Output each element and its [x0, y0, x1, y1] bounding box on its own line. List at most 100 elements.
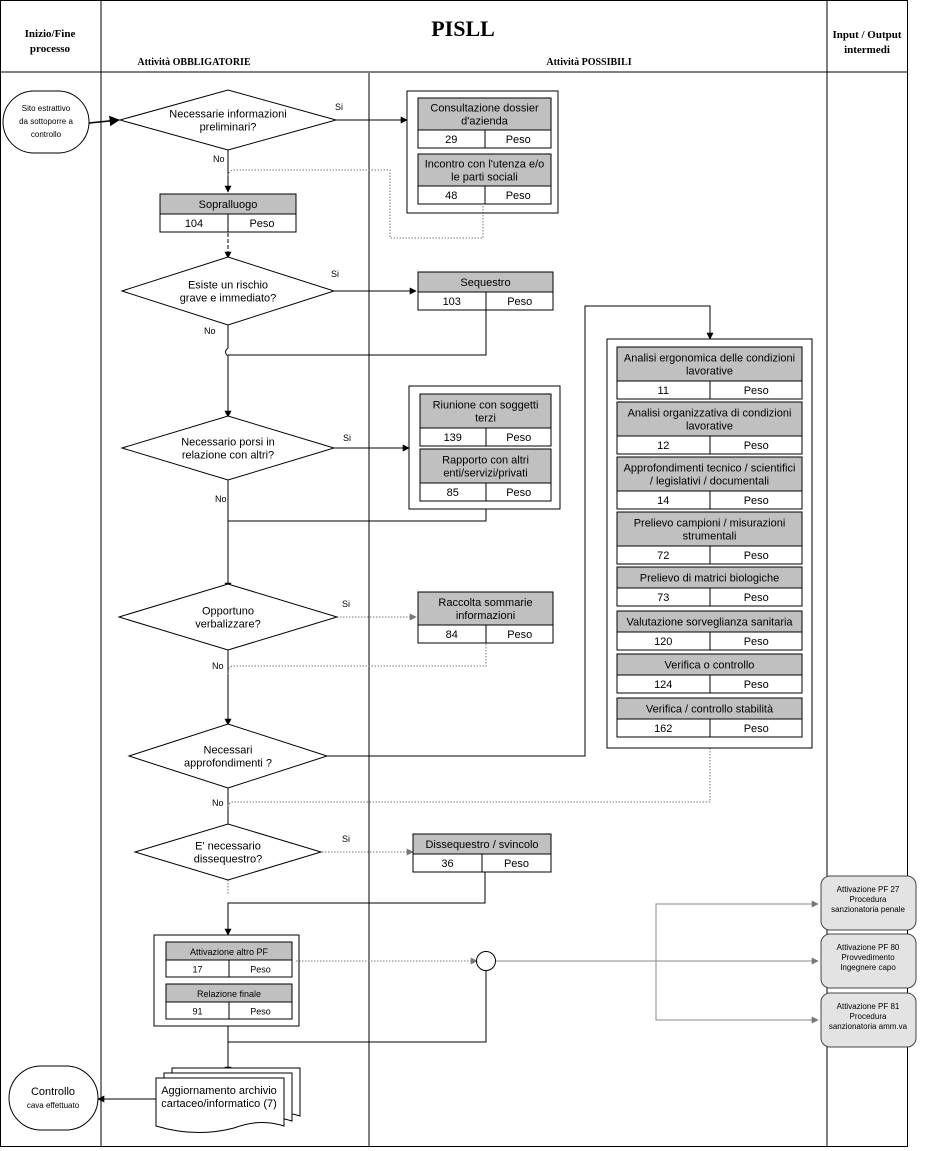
connectors — [88, 115, 714, 1103]
output-node-line: Provvedimento — [841, 953, 895, 962]
activity-label-line: Verifica / controllo stabilità — [646, 704, 774, 716]
decision-label-line: relazione con altri? — [182, 450, 274, 462]
activity-label-line: Sopralluogo — [199, 199, 258, 211]
col-start-end-header-1: Inizio/Fine — [25, 28, 76, 40]
activity-header-cell — [419, 393, 552, 429]
activity-code: 11 — [658, 385, 669, 397]
activity-code: 91 — [192, 1007, 202, 1017]
output-node-line: Attivazione PF 80 — [837, 943, 900, 952]
decision-no-label: No — [213, 154, 225, 164]
output-node-box — [820, 875, 917, 931]
decision-no-label: No — [212, 798, 224, 808]
activity-label-line: lavorative — [686, 421, 733, 433]
activity-label-line: Approfondimenti tecnico / scientifici — [624, 463, 796, 475]
activity-weight: Peso — [250, 965, 271, 975]
terminal-start-line-1: Sito estrattivo — [22, 104, 71, 113]
activity-label-line: d'azienda — [461, 116, 509, 128]
activity-label-line: Verifica o controllo — [665, 660, 755, 672]
activity-weight: Peso — [504, 858, 529, 870]
activity-verifica-stabilita: Verifica / controllo stabilità 162 Peso — [616, 697, 803, 738]
activity-header-cell — [616, 456, 803, 492]
connector-start-to-d1 — [88, 115, 121, 127]
terminal-start-line-2: da sottoporre a — [19, 117, 73, 126]
activity-label-line: strumentali — [683, 531, 737, 543]
decision-no-label: No — [215, 494, 227, 504]
decision-label-line: Opportuno — [202, 606, 254, 618]
output-node-box — [820, 933, 917, 989]
activity-header-cell — [417, 153, 552, 187]
activity-weight: Peso — [506, 432, 531, 444]
group-containers — [153, 90, 813, 1027]
activity-header-cell — [417, 97, 552, 131]
decision-label-line: Necessarie informazioni — [169, 109, 286, 121]
activity-code: 72 — [657, 550, 669, 562]
activity-weight: Peso — [744, 723, 769, 735]
output-node-line: sanzionatoria amm.va — [829, 1022, 908, 1031]
terminal-start: Sito estrattivo da sottoporre a controll… — [2, 90, 90, 154]
decision-diamond — [133, 823, 323, 881]
activity-analisi-ergo: Analisi ergonomica delle condizionilavor… — [616, 346, 803, 400]
decision-label-line: Esiste un rischio — [188, 280, 268, 292]
output-node-2: Attivazione PF 80ProvvedimentoIngegnere … — [820, 933, 917, 989]
activity-weight: Peso — [744, 495, 769, 507]
activity-label-line: Rapporto con altri — [442, 455, 529, 467]
activity-label-line: Prelievo campioni / misurazioni — [634, 518, 786, 530]
activity-weight: Peso — [744, 636, 769, 648]
activity-code: 12 — [657, 440, 669, 452]
activity-weight: Peso — [506, 190, 531, 202]
group-approfondimenti — [606, 338, 813, 749]
decision-label-line: approfondimenti ? — [184, 758, 272, 770]
activity-label-line: Incontro con l'utenza e/o — [425, 159, 545, 171]
activity-weight: Peso — [744, 679, 769, 691]
col-io-header-1: Input / Output — [832, 29, 901, 41]
activity-label-line: Dissequestro / svincolo — [425, 839, 538, 851]
activity-weight: Peso — [744, 592, 769, 604]
output-connectors — [496, 900, 819, 1024]
activity-weight: Peso — [744, 550, 769, 562]
output-nodes: Attivazione PF 27Procedurasanzionatoria … — [820, 875, 917, 1048]
output-node-1: Attivazione PF 27Procedurasanzionatoria … — [820, 875, 917, 931]
decision-label-line: dissequestro? — [194, 854, 263, 866]
decision-yes-label: Si — [335, 102, 343, 112]
decision-label-line: grave e immediato? — [180, 293, 277, 305]
decision-yes-label: Si — [342, 834, 350, 844]
document-archive: Aggiornamento archivio cartaceo/informat… — [155, 1067, 301, 1134]
terminal-end: Controllo cava effettuato — [8, 1065, 99, 1131]
activity-code: 162 — [654, 723, 672, 735]
decision-label-line: Necessario porsi in — [181, 437, 275, 449]
connector-d2-no — [224, 325, 232, 418]
activity-rapporto: Rapporto con altrienti/servizi/privati85… — [419, 448, 552, 502]
activity-label-line: Relazione finale — [197, 989, 261, 999]
activity-label-line: Sequestro — [460, 277, 510, 289]
activity-code: 103 — [443, 296, 461, 308]
dotted-connectors — [227, 169, 711, 965]
activity-code: 84 — [446, 629, 458, 641]
document-line-2: cartaceo/informatico (7) — [161, 1098, 277, 1110]
activity-label-line: le parti sociali — [451, 172, 518, 184]
decision-yes-label: Si — [343, 433, 351, 443]
decision-nodes: Necessarie informazionipreliminari?SiNoE… — [117, 89, 351, 881]
activity-label-line: lavorative — [686, 366, 733, 378]
activity-weight: Peso — [507, 629, 532, 641]
activity-prelievo-campioni: Prelievo campioni / misurazionistrumenta… — [616, 511, 803, 565]
activity-label-line: / legislativi / documentali — [650, 476, 769, 488]
terminal-end-line-1: Controllo — [31, 1086, 75, 1098]
junction-circle — [476, 951, 496, 971]
activity-header-cell — [616, 511, 803, 547]
decision-diamond — [127, 723, 329, 789]
activity-weight: Peso — [744, 385, 769, 397]
connector-d5-yes — [327, 305, 714, 757]
decision-label-line: Necessari — [204, 745, 253, 757]
activity-weight: Peso — [506, 487, 531, 499]
